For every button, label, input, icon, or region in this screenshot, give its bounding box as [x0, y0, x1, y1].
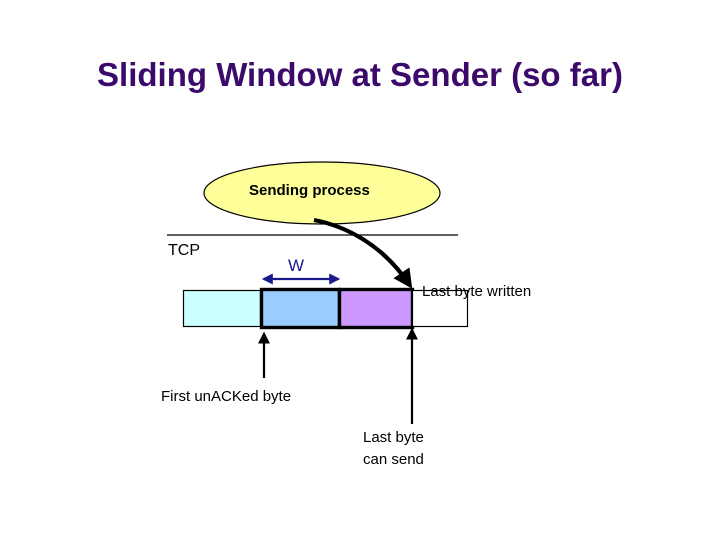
page-title: Sliding Window at Sender (so far)	[97, 56, 623, 93]
window-size-label: W	[288, 256, 305, 275]
buffer-segment-acked	[182, 289, 262, 328]
last-byte-written-label: Last byte written	[422, 283, 532, 300]
tcp-label: TCP	[168, 242, 200, 259]
last-byte-can-send-line-1: Last byte	[363, 429, 424, 446]
buffer-segment-window-sent-unacked	[259, 287, 342, 330]
sending-process-label: Sending process	[249, 182, 370, 199]
buffer-segment-window-sendable	[337, 287, 415, 330]
write-flow-curved-arrow	[313, 217, 413, 289]
last-byte-can-send-line-2: can send	[363, 451, 424, 468]
last-byte-can-send-label: Last byte can send	[363, 427, 424, 471]
first-unacked-byte-label: First unACKed byte	[161, 388, 292, 405]
